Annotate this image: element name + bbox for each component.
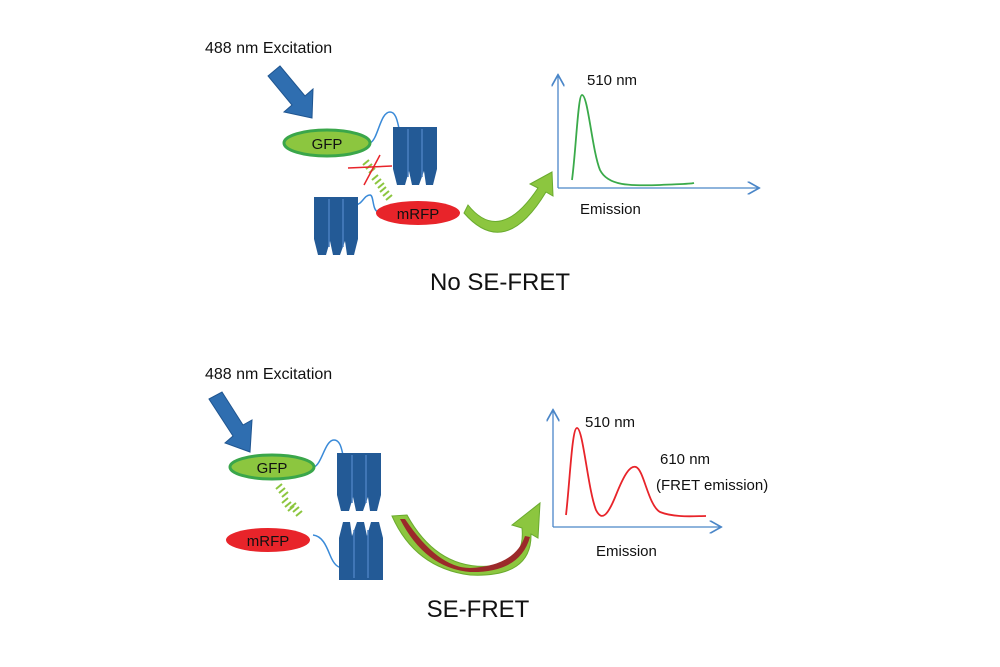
linker xyxy=(354,194,379,213)
linker xyxy=(313,439,345,468)
emission-curved-arrow-icon xyxy=(391,501,541,576)
excitation-arrow-icon xyxy=(208,391,253,453)
membrane-protein-icon xyxy=(392,126,438,186)
excitation-label: 488 nm Excitation xyxy=(205,366,332,383)
gfp-label: GFP xyxy=(257,460,288,477)
membrane-protein-icon xyxy=(336,452,382,512)
mrfp-label: mRFP xyxy=(247,533,290,550)
mrfp-acceptor xyxy=(226,528,310,552)
blocked-cross-icon xyxy=(347,154,393,186)
linker xyxy=(369,111,401,144)
panel-caption: No SE-FRET xyxy=(430,269,570,296)
mrfp-label: mRFP xyxy=(397,206,440,223)
peak2-sublabel: (FRET emission) xyxy=(656,477,768,494)
peak2-label: 610 nm xyxy=(660,451,710,468)
membrane-protein-icon xyxy=(313,196,359,256)
axis-label: Emission xyxy=(580,201,641,218)
peak-label: 510 nm xyxy=(587,72,637,89)
excitation-arrow-icon xyxy=(267,65,314,119)
mrfp-acceptor xyxy=(376,201,460,225)
bottom-panel: 488 nm Excitation GFP mRFP 510 nm 610 nm… xyxy=(205,366,768,623)
panel-caption: SE-FRET xyxy=(427,596,530,623)
green-emission-curve xyxy=(571,94,695,187)
red-emission-curve xyxy=(565,427,707,518)
excitation-label: 488 nm Excitation xyxy=(205,40,332,57)
peak1-label: 510 nm xyxy=(585,414,635,431)
gfp-donor xyxy=(282,128,372,158)
emission-curved-arrow-icon xyxy=(463,171,554,233)
gfp-label: GFP xyxy=(312,136,343,153)
membrane-protein-icon xyxy=(338,521,384,581)
axis-label: Emission xyxy=(596,543,657,560)
gfp-donor xyxy=(228,453,316,481)
emission-spectrum-plot: 510 nm 610 nm (FRET emission) Emission xyxy=(553,411,768,560)
top-panel: 488 nm Excitation GFP mRFP 510 nm Emissi… xyxy=(205,40,758,296)
emission-spectrum-plot: 510 nm Emission xyxy=(558,72,758,218)
energy-transfer-icon xyxy=(275,483,303,517)
